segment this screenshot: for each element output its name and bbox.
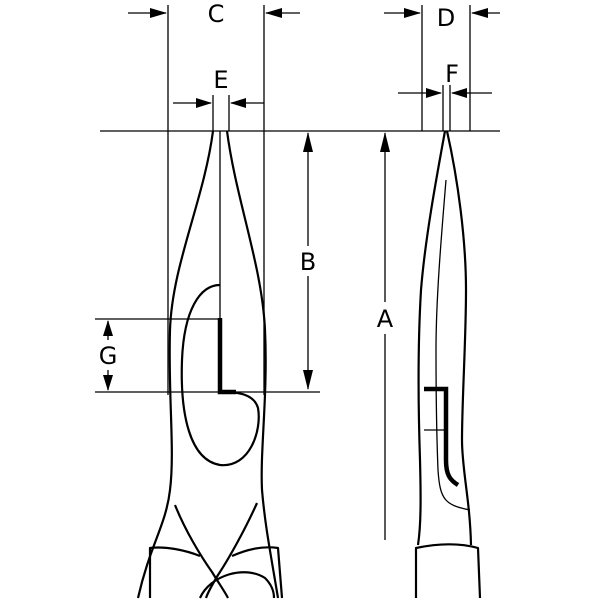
side-body-outline-right [445, 130, 473, 546]
dim-b-arrow-bottom [303, 370, 313, 390]
pivot-loop [180, 283, 260, 467]
side-interior-line [435, 179, 471, 511]
label-e: E [213, 66, 228, 94]
dim-e-arrow-right [230, 98, 246, 108]
side-handle-sleeve [414, 543, 482, 599]
pivot-slot [217, 318, 236, 395]
handle-arc-lower [198, 571, 276, 599]
front-body-outline-right [225, 130, 280, 599]
handle-grip-right [231, 546, 284, 599]
dim-f-arrow-left [426, 88, 442, 98]
dim-d-arrow-left [404, 8, 421, 18]
dim-b-arrow-top [303, 132, 313, 152]
dimension-lines [95, 5, 500, 540]
label-g: G [99, 342, 118, 370]
label-a: A [377, 305, 394, 333]
dim-f-arrow-right [451, 88, 467, 98]
handle-cross-left [173, 504, 229, 599]
label-d: D [437, 4, 455, 32]
label-b: B [300, 248, 316, 276]
dim-g-arrow-bottom [103, 375, 113, 391]
dim-e-arrow-left [196, 98, 212, 108]
front-view [136, 130, 284, 599]
dim-a-arrow-top [380, 132, 390, 152]
dim-g-arrow-top [103, 320, 113, 336]
dimension-labels: C D E F B A G [92, 0, 459, 370]
handle-grip-left [148, 546, 201, 598]
dim-d-arrow-right [471, 8, 488, 18]
dim-c-arrow-right [265, 8, 282, 18]
label-c: C [208, 0, 225, 28]
side-joint [424, 386, 460, 487]
handle-cross-right [204, 502, 259, 599]
dim-c-arrow-left [150, 8, 167, 18]
side-view [414, 130, 482, 599]
side-body-outline-left [416, 130, 447, 546]
front-body-outline [136, 130, 215, 599]
label-f: F [445, 60, 459, 88]
